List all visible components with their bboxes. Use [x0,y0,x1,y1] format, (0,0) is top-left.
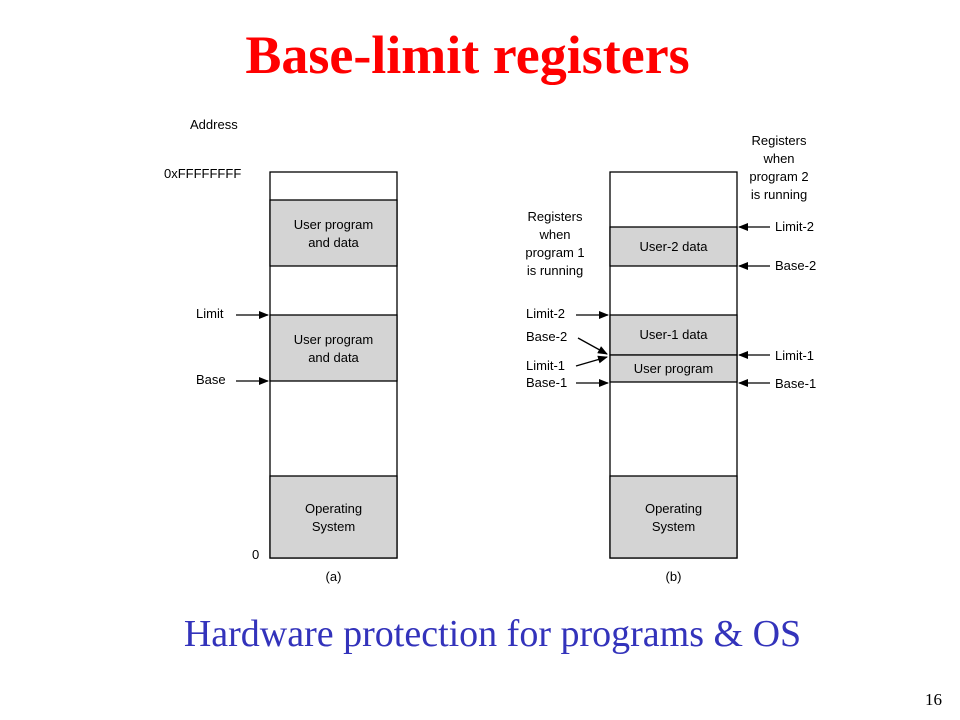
user2-data-label: User-2 data [640,239,709,254]
user-program-block-top [269,199,398,267]
left-limit2-label: Limit-2 [526,306,565,321]
right-limit2-label: Limit-2 [775,219,814,234]
user-program-mid-line1: User program [294,332,373,347]
user1-data-block [609,314,738,356]
os-a-line1: Operating [305,501,362,516]
user-program-block-mid [269,314,398,382]
left-base1-label: Base-1 [526,375,567,390]
right-limit1-label: Limit-1 [775,348,814,363]
address-label: Address [190,117,238,132]
left-limit1-label: Limit-1 [526,358,565,373]
os-a-line2: System [312,519,355,534]
left-base2-arrow [577,337,608,355]
user2-data-block [609,226,738,267]
caption-b: (b) [666,569,682,584]
user-program-top-line2: and data [308,235,359,250]
right-base2-label: Base-2 [775,258,816,273]
left-header-line3: program 1 [525,245,584,260]
user-program-label-b: User program [634,361,713,376]
base-pointer-label: Base [196,372,226,387]
slide-title: Base-limit registers [245,25,690,85]
right-header-line4: is running [751,187,807,202]
limit-pointer-label: Limit [196,306,224,321]
left-header-line2: when [538,227,570,242]
slide-subtitle: Hardware protection for programs & OS [183,613,802,655]
os-b-line2: System [652,519,695,534]
right-base1-label: Base-1 [775,376,816,391]
top-address-label: 0xFFFFFFFF [164,166,241,181]
user-program-mid-line2: and data [308,350,359,365]
left-base2-label: Base-2 [526,329,567,344]
diagram-a: Address 0xFFFFFFFF User program and data… [164,117,398,584]
os-b-line1: Operating [645,501,702,516]
user1-data-label: User-1 data [640,327,709,342]
os-block-b [609,475,738,559]
page-number: 16 [925,690,942,709]
left-header-line4: is running [527,263,583,278]
user-program-top-line1: User program [294,217,373,232]
right-header-line3: program 2 [749,169,808,184]
left-limit1-arrow [575,355,608,367]
bottom-address-label: 0 [252,547,259,562]
diagram-b: User-2 data User-1 data User program Ope… [525,133,816,584]
right-header-line1: Registers [752,133,807,148]
caption-a: (a) [326,569,342,584]
os-block-a [269,475,398,559]
left-header-line1: Registers [528,209,583,224]
right-header-line2: when [762,151,794,166]
user-program-block-b [609,354,738,383]
